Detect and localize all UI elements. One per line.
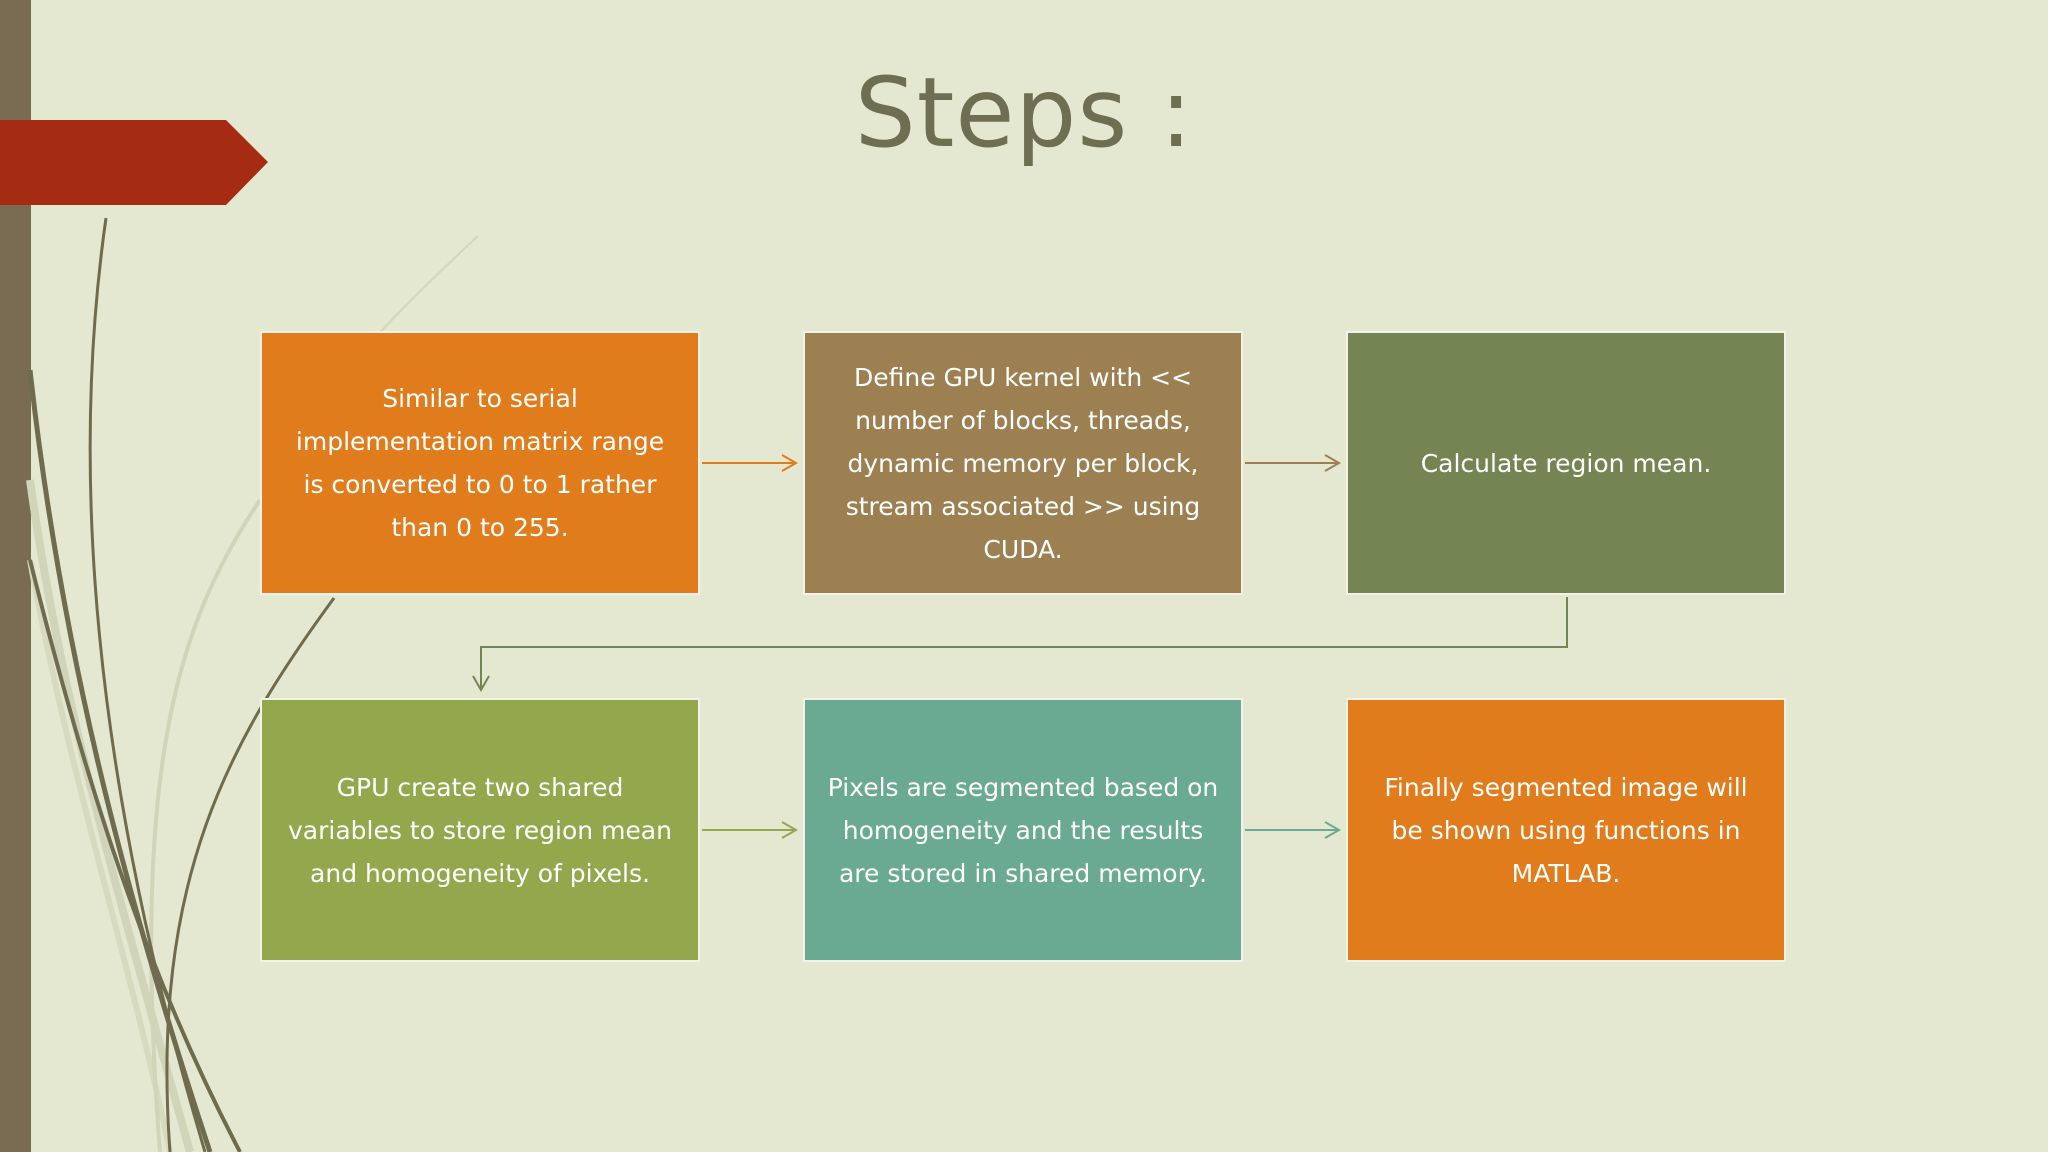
step-5-text: Pixels are segmented based on homogeneit… (827, 772, 1219, 888)
red-tab-shape (0, 120, 268, 205)
step-6-text: Finally segmented image will be shown us… (1384, 772, 1748, 888)
arrow-step3-to-step4 (480, 597, 1568, 690)
step-box-3: Calculate region mean. (1346, 331, 1786, 595)
step-box-6: Finally segmented image will be shown us… (1346, 698, 1786, 962)
step-box-2: Define GPU kernel with << number of bloc… (803, 331, 1243, 595)
step-box-4: GPU create two shared variables to store… (260, 698, 700, 962)
step-box-5: Pixels are segmented based on homogeneit… (803, 698, 1243, 962)
red-tab-polygon (0, 120, 268, 205)
slide-title: Steps : (854, 57, 1194, 169)
step-1-text: Similar to serial implementation matrix … (295, 384, 665, 542)
step-2-text: Define GPU kernel with << number of bloc… (845, 362, 1201, 564)
step-3-text: Calculate region mean. (1420, 448, 1712, 478)
step-4-text: GPU create two shared variables to store… (288, 772, 672, 888)
step-box-1: Similar to serial implementation matrix … (260, 331, 700, 595)
